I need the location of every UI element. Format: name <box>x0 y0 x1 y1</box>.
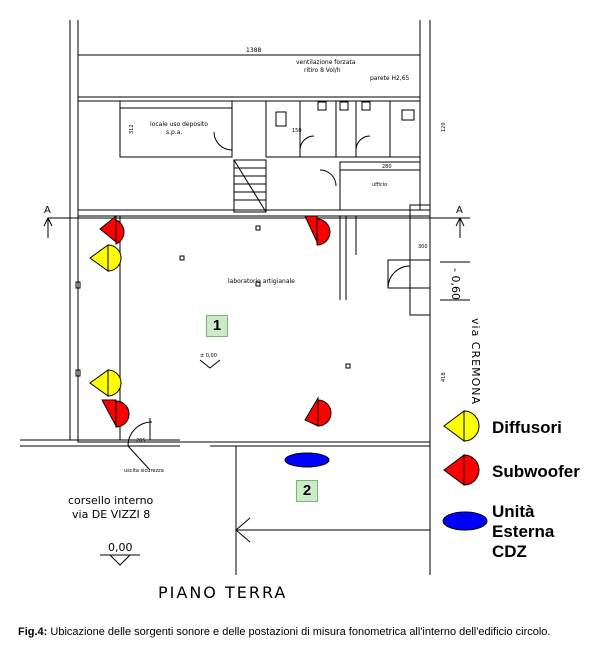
wall-height-label: parete H2,65 <box>370 75 410 82</box>
dimension-small-3: 150 <box>292 128 302 134</box>
corridor-label: corsello interno <box>68 494 154 507</box>
section-mark-right: A <box>456 205 463 216</box>
lab-label: laboratorio artigianale <box>228 278 295 285</box>
street-vizzi-label: via DE VIZZI 8 <box>72 508 150 521</box>
dimension-small-7: 205 <box>136 438 146 444</box>
subwoofer-marker <box>99 214 125 245</box>
dimension-small-2: 280 <box>382 164 392 170</box>
figure-caption: Fig.4: Ubicazione delle sorgenti sonore … <box>18 626 550 638</box>
legend-subwoofer-label: Subwoofer <box>492 462 580 481</box>
dimension-top: 1388 <box>246 47 261 54</box>
dimension-small-6: 120 <box>441 122 447 132</box>
office-label: ufficio <box>372 182 387 188</box>
street-cremona-label: via CREMONA <box>469 318 482 405</box>
ventilation-label: ventilazione forzata <box>296 59 356 66</box>
legend-unita-label: Unità Esterna CDZ <box>492 502 554 562</box>
dimension-small-1: 312 <box>129 124 135 134</box>
section-mark-left: A <box>44 205 51 216</box>
legend-subwoofer-icon <box>443 454 480 486</box>
side-level-label: - 0,60 <box>449 268 462 300</box>
diffusore-marker <box>89 244 122 272</box>
external-unit-marker <box>284 452 330 468</box>
storage-sublabel: s.p.a. <box>166 129 182 136</box>
caption-prefix: Fig.4: <box>18 626 48 638</box>
subwoofer-marker <box>101 399 130 428</box>
subwoofer-marker <box>304 396 332 427</box>
diffusore-marker <box>89 369 122 397</box>
subwoofer-marker <box>304 215 331 246</box>
ventilation-sublabel: ritiro 8 Vol/h <box>304 67 341 74</box>
floor-title: PIANO TERRA <box>158 583 287 602</box>
dimension-small-5: 418 <box>441 372 447 382</box>
legend-unita-line2: Esterna <box>492 522 555 541</box>
exit-label: uscita sicurezza <box>124 468 164 474</box>
caption-text: Ubicazione delle sorgenti sonore e delle… <box>47 626 551 638</box>
measurement-position-1: 1 <box>206 315 228 337</box>
measurement-position-2: 2 <box>296 480 318 502</box>
legend-diffusori-icon <box>443 410 480 442</box>
legend-unita-line3: CDZ <box>492 542 527 561</box>
legend-unita-line1: Unità <box>492 502 535 521</box>
legend-unita-icon <box>442 511 488 531</box>
dimension-small-4: 300 <box>418 244 428 250</box>
storage-label: locale uso deposito <box>150 121 208 128</box>
floor-level-mark: ± 0,00 <box>200 353 217 359</box>
legend-diffusori-label: Diffusori <box>492 418 562 437</box>
level-label: 0,00 <box>108 541 133 554</box>
